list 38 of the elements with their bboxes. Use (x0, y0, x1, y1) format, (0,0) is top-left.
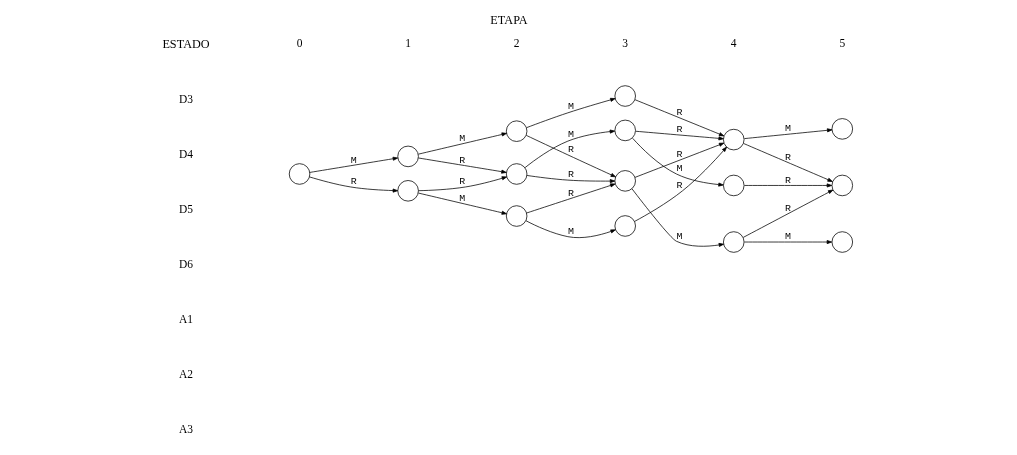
edge-label: R (350, 176, 357, 188)
edge-label: M (458, 193, 465, 205)
label: 0 (296, 37, 302, 50)
label: 3 (621, 37, 628, 50)
edge-label: R (675, 180, 682, 192)
label: 1 (404, 37, 411, 50)
edge-label: M (784, 231, 791, 243)
edge-label: R (458, 176, 465, 188)
edge-label: R (567, 144, 574, 156)
edge-label: R (675, 124, 682, 136)
label: ESTADO (161, 36, 210, 51)
label: A3 (178, 422, 193, 435)
edge-label: R (784, 174, 791, 186)
diagram-title: ETAPA (489, 13, 528, 27)
edge-label: R (567, 169, 574, 181)
edge-label: M (675, 230, 682, 242)
edge-label: M (458, 133, 465, 145)
edge-label: R (675, 107, 682, 119)
label: A2 (178, 367, 193, 380)
edge-label: R (784, 151, 791, 163)
edge-label: M (784, 123, 791, 135)
edge-label: M (675, 163, 682, 175)
label: D5 (178, 202, 193, 215)
edge-label: M (567, 100, 574, 112)
label: D3 (178, 92, 193, 105)
edge-label: M (567, 225, 574, 237)
label: 5 (838, 37, 845, 50)
edge-label: R (675, 149, 682, 161)
label: 2 (513, 37, 520, 50)
label: 4 (730, 37, 737, 50)
label: D4 (178, 147, 193, 160)
label: D6 (178, 257, 193, 270)
edge-label: R (784, 202, 791, 214)
label: A1 (178, 312, 193, 325)
edge-label: R (458, 154, 465, 166)
edge-label: M (350, 154, 357, 166)
edge-label: R (567, 187, 574, 199)
edge-label: M (567, 128, 574, 140)
